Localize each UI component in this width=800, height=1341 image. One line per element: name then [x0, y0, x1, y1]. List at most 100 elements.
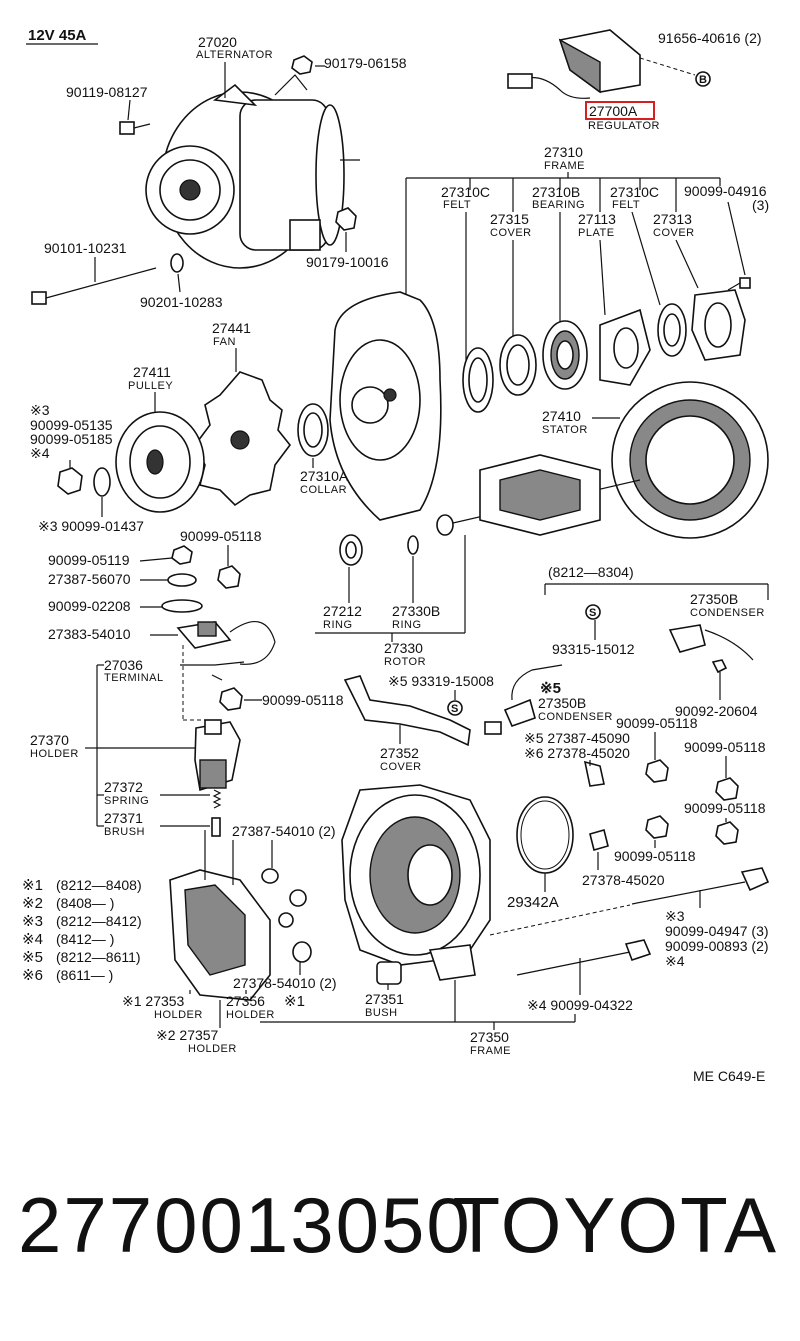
- felt2-part-no: 27310C: [610, 184, 659, 200]
- condenser1-caption: CONDENSER: [690, 607, 765, 619]
- bearing-caption: BEARING: [532, 199, 585, 211]
- felt2-caption: FELT: [612, 199, 640, 211]
- brush-holder-icon: [194, 719, 241, 792]
- label-90099-04916: 90099-04916: [684, 183, 767, 199]
- highlight-box: [585, 101, 655, 120]
- fan-caption: FAN: [213, 336, 236, 348]
- holder-caption: HOLDER: [30, 748, 79, 760]
- label-90099-05118b: 90099-05118: [262, 692, 344, 708]
- legend: ※1 (8212—8408) ※2 (8408— ) ※3 (8212—8412…: [22, 877, 142, 984]
- label-90099-04947: 90099-04947 (3): [665, 923, 769, 939]
- label-93319-15008: ※5 93319-15008: [388, 673, 494, 689]
- felt1-part-no: 27310C: [441, 184, 490, 200]
- stator-icon: [611, 381, 769, 539]
- nut-pulley-icon: [57, 467, 83, 495]
- regulator-part-no: 27700A: [589, 103, 638, 119]
- label-90099-04322: ※4 90099-04322: [527, 997, 633, 1013]
- legend-mark: ※5: [22, 949, 43, 966]
- frame-part-no: 27310: [544, 144, 583, 160]
- condenser2-icon: [484, 664, 563, 735]
- rear-frame-icon: [341, 784, 491, 981]
- stator-caption: STATOR: [542, 424, 588, 436]
- nut-90099-05118a-icon: [217, 565, 241, 589]
- alternator-part-no: 27020: [198, 34, 237, 50]
- footer: 2770013050 TOYOTA: [0, 1180, 800, 1300]
- label-90099-05118f: 90099-05118: [614, 848, 696, 864]
- nut-90099-05118f-icon: [645, 815, 669, 839]
- parts-diagram: 12V 45A 27020 ALTERNATOR 90179-06158 901…: [22, 27, 769, 1084]
- cover2-caption: COVER: [653, 227, 695, 239]
- nut-90099-05118c-icon: [645, 759, 669, 783]
- regulator-caption: REGULATOR: [588, 120, 660, 132]
- collar-part-no: 27310A: [300, 468, 349, 484]
- label-90099-05118e: 90099-05118: [684, 800, 766, 816]
- ring2-caption: RING: [392, 619, 422, 631]
- legend-range: (8408— ): [56, 895, 114, 911]
- label-91656-40616: 91656-40616 (2): [658, 30, 762, 46]
- svg-text:B: B: [699, 74, 707, 86]
- condenser1-icon: [668, 624, 754, 674]
- o-ring-icon: [516, 796, 574, 874]
- label-90119-08127: 90119-08127: [66, 84, 148, 100]
- label-90101-10231: 90101-10231: [44, 240, 127, 256]
- plate-caption: PLATE: [578, 227, 615, 239]
- mark-4b: ※4: [665, 953, 685, 969]
- nut-90179-06158-icon: [291, 55, 313, 75]
- mark-4a: ※4: [30, 445, 50, 461]
- holder4-part-no: ※2 27357: [156, 1027, 219, 1043]
- nut-90099-05118d-icon: [715, 777, 739, 801]
- holder3-caption: HOLDER: [226, 1009, 275, 1021]
- screw-90099-04916-icon: [727, 277, 751, 291]
- stator-part-no: 27410: [542, 408, 581, 424]
- cover3-part-no: 27352: [380, 745, 419, 761]
- alternator-caption: ALTERNATOR: [196, 49, 273, 61]
- cover3-caption: COVER: [380, 761, 422, 773]
- ring1-caption: RING: [323, 619, 353, 631]
- holder3-part-no: 27356: [226, 993, 265, 1009]
- screw-s1-icon: [585, 604, 601, 620]
- condenser2-part-no: 27350B: [538, 695, 586, 711]
- screw-b-icon: [695, 71, 711, 87]
- label-27378-45020b: 27378-45020: [582, 872, 665, 888]
- label-90201-10283: 90201-10283: [140, 294, 223, 310]
- label-90099-05119: 90099-05119: [48, 552, 130, 568]
- washer-pulley-icon: [93, 467, 111, 497]
- bolt-90101-10231-icon: [31, 267, 157, 305]
- label-27387-56070: 27387-56070: [48, 571, 131, 587]
- label-27387-45090: ※5 27387-45090: [524, 730, 630, 746]
- fan-icon: [194, 371, 292, 507]
- label-29342a: 29342A: [507, 894, 559, 911]
- terminal-caption: TERMINAL: [104, 672, 164, 684]
- insulator-27387-54010-icon: [261, 868, 279, 884]
- frame2-part-no: 27350: [470, 1029, 509, 1045]
- rotor-caption: ROTOR: [384, 656, 426, 668]
- insulator-27378-45020b-icon: [589, 829, 609, 851]
- label-90099-04916-qty: (3): [752, 197, 769, 213]
- condenser2-caption: CONDENSER: [538, 711, 613, 723]
- ring1-part-no: 27212: [323, 603, 362, 619]
- condenser1-part-no: 27350B: [690, 591, 738, 607]
- screw-s2-icon: [447, 700, 463, 716]
- holder-part-no: 27370: [30, 732, 69, 748]
- svg-text:S: S: [589, 607, 597, 619]
- legend-range: (8212—8611): [56, 949, 141, 965]
- brand-name: TOYOTA: [452, 1181, 778, 1269]
- ring-27330b-icon: [407, 535, 419, 555]
- frame-caption: FRAME: [544, 160, 585, 172]
- bush-c-icon: [292, 941, 312, 963]
- label-90099-05135: 90099-05135: [30, 417, 113, 433]
- pulley-caption: PULLEY: [128, 380, 173, 392]
- rotor-part-no: 27330: [384, 640, 423, 656]
- label-90099-05118d: 90099-05118: [684, 739, 766, 755]
- holder2-caption: HOLDER: [154, 1009, 203, 1021]
- drive-end-frame-icon: [329, 291, 442, 521]
- legend-range: (8212—8412): [56, 913, 142, 929]
- spring-icon: [212, 789, 222, 809]
- legend-mark: ※2: [22, 895, 43, 912]
- terminal-insulator-icon: [176, 621, 276, 665]
- spring-caption: SPRING: [104, 795, 149, 807]
- mark-3a: ※3: [30, 402, 50, 418]
- felt1-caption: FELT: [443, 199, 471, 211]
- bush-caption: BUSH: [365, 1007, 398, 1019]
- nut-90099-05118b-icon: [219, 687, 243, 711]
